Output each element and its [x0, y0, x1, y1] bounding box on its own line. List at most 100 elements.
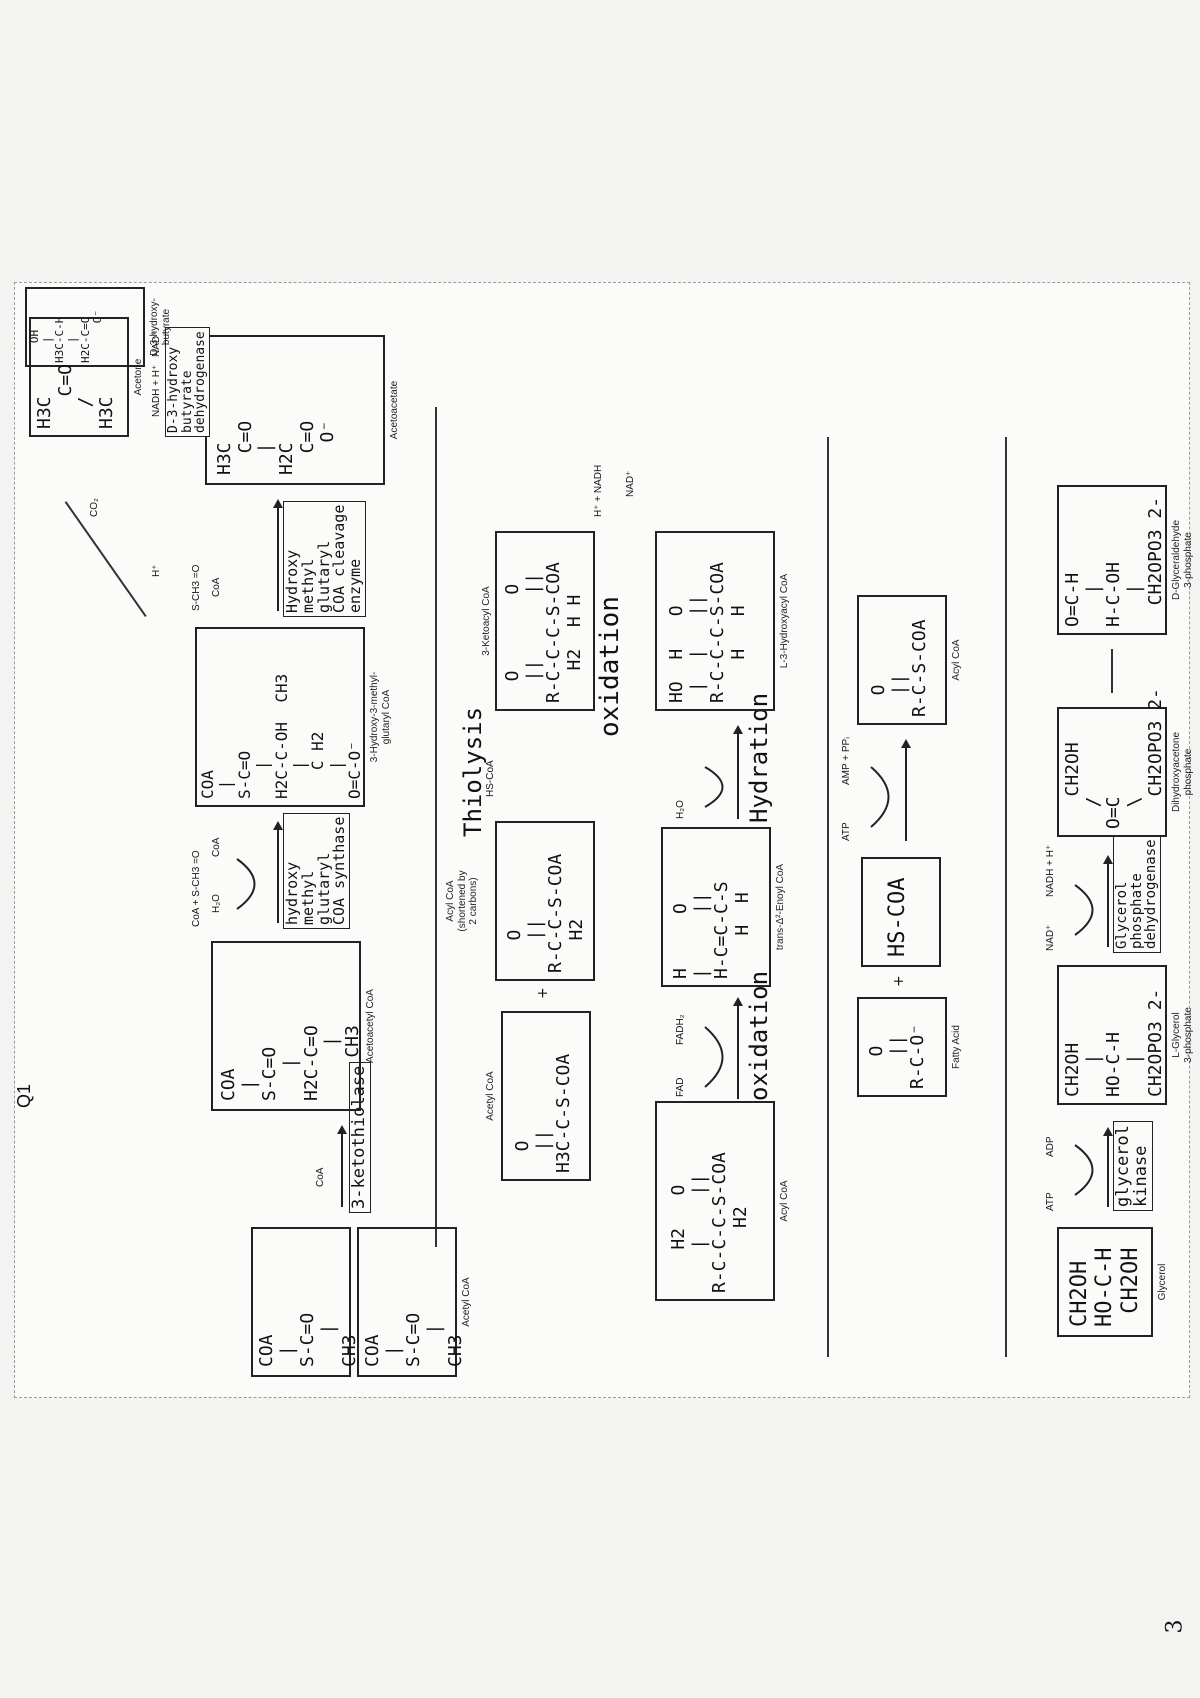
hmg-synthase-arrow: [277, 823, 279, 923]
ketoacyl-coa-structure: O O || || R-C-C-C-S-COA H2 H H: [502, 562, 586, 703]
rotated-diagram: CH2OH HO-C-H CH2OH Glycerol ATP ADP glyc…: [15, 283, 1194, 1397]
nad-label-2: NAD⁺: [625, 470, 636, 497]
divider-3: [435, 407, 437, 1247]
hydroxybutyrate-caption: D-3-hydroxy- butyrate: [149, 298, 172, 356]
acetyl-coa-structure-2a: COA | S-C=O | CH3: [256, 1312, 360, 1367]
co2-label: CO₂: [89, 498, 100, 517]
acetone-caption: Acetone: [133, 358, 144, 396]
acetyl-coa-box-1: O || H3C-C-S-COA: [501, 1011, 591, 1181]
hmg-synthase-enzyme: hydroxy methyl glutaryl COA synthase: [283, 812, 350, 929]
atp-label: ATP: [1045, 1192, 1056, 1211]
coa-side-in: CoA + S-CH3 =O: [191, 850, 202, 927]
adp-label: ADP: [1045, 1136, 1056, 1157]
glycerol-kinase-enzyme: glycerol kinase: [1113, 1121, 1153, 1211]
hmg-coa-box: COA | S-C=O | H2C-C-OH CH3 | C H2 | O=C-…: [195, 627, 365, 807]
fatty-acid-caption: Fatty Acid: [951, 1025, 962, 1069]
amp-ppi-label: AMP + PPᵢ: [841, 737, 852, 785]
acetone-structure: H3C C=O / H3C: [34, 363, 118, 429]
g3p-caption: D-Glyceraldehyde 3-phosphate: [1171, 519, 1194, 601]
plus-1: +: [891, 975, 907, 987]
coa-label-3: CoA: [211, 577, 222, 597]
acetoacetate-box: H3C C=O | H2C C=O O⁻: [205, 335, 385, 485]
glycerol-structure: CH2OH HO-C-H CH2OH: [1067, 1247, 1143, 1327]
page-number: 3: [1162, 1619, 1188, 1634]
h-nadh-label: H⁺ + NADH: [593, 464, 604, 517]
arc-gpdh: [1074, 884, 1094, 936]
acetoacetyl-coa-structure: COA | S-C=O | H2C-C=O | CH3: [218, 1025, 364, 1101]
arc-acyl-coa-synthetase: [870, 766, 890, 828]
hydroxyacyl-coa-box: HO H O | | || R-C-C-C-S-COA H H: [655, 531, 775, 711]
oxidation-label-1: oxidation: [745, 970, 773, 1101]
worksheet-frame: CH2OH HO-C-H CH2OH Glycerol ATP ADP glyc…: [14, 282, 1194, 1398]
gpdh-arrow: [1107, 857, 1109, 947]
gpdh-enzyme: Glycerol phosphate dehydrogenase: [1113, 835, 1162, 953]
dhap-box: CH2OH / O=C \ CH2OPO3 2-: [1057, 688, 1167, 837]
hmg-cleavage-arrow: [277, 501, 279, 611]
acetyl-coa-structure-1: O || H3C-C-S-COA: [512, 1053, 575, 1173]
coa-label-1: CoA: [315, 1167, 326, 1187]
acyl-coa-box-2: H2 O | || R-C-C-C-S-COA H2: [655, 1101, 775, 1301]
acyl-coa-caption-2: Acyl CoA: [779, 1180, 790, 1222]
question-label: Q1: [14, 1083, 34, 1108]
hydration-label: Hydration: [745, 692, 773, 823]
arc-hydration: [704, 766, 724, 808]
dhap-caption: Dihydroxyacetone phosphate: [1171, 731, 1194, 813]
arc-fad: [704, 1026, 724, 1088]
acyl-coa-short-structure: O || R-C-C-S-COA H2: [504, 853, 588, 973]
l-glycerol-3-phosphate-structure: CH2OH | HO-C-H | CH2OPO3 2-: [1062, 988, 1166, 1097]
h2o-label-2: H₂O: [211, 894, 222, 913]
g3p-structure: O=C-H | H-C-OH | CH2OPO3 2-: [1062, 496, 1166, 627]
dhap-g3p-equilibrium: [1111, 649, 1113, 693]
arc-hmg-synthase: [236, 858, 256, 910]
acetoacetate-caption: Acetoacetate: [389, 380, 400, 440]
ketoacyl-coa-box: O O || || R-C-C-C-S-COA H2 H H: [495, 531, 595, 711]
trans-enoyl-coa-caption: trans-Δ²-Enoyl CoA: [775, 863, 786, 951]
acetone-box: H3C C=O / H3C: [29, 317, 129, 437]
hydroxyacyl-coa-caption: L-3-Hydroxyacyl CoA: [779, 573, 790, 669]
atp-label-2: ATP: [841, 822, 852, 841]
hs-coa-structure: HS-COA: [885, 877, 910, 957]
activation-arrow: [905, 741, 907, 841]
acetyl-coa-caption-2: Acetyl CoA: [461, 1277, 472, 1327]
hmg-coa-caption: 3-Hydroxy-3-methyl- glutaryl CoA: [369, 671, 392, 763]
nad-label: NAD⁺: [1045, 924, 1056, 951]
decarboxylation-line: [64, 501, 147, 617]
acyl-coa-caption-1: Acyl CoA: [951, 639, 962, 681]
nadh-label-2: NADH + H⁺: [151, 364, 162, 417]
glycerol-caption: Glycerol: [1157, 1263, 1168, 1301]
glycerol-box: CH2OH HO-C-H CH2OH: [1057, 1227, 1153, 1337]
thiolysis-label: Thiolysis: [459, 706, 487, 837]
l-glycerol-3-phosphate-caption: L-Glycerol 3-phosphate: [1171, 1007, 1194, 1063]
acetyl-coa-box-2a: COA | S-C=O | CH3: [251, 1227, 360, 1377]
g3p-box: O=C-H | H-C-OH | CH2OPO3 2-: [1057, 485, 1167, 635]
hydration-arrow: [737, 727, 739, 819]
trans-enoyl-coa-box: H O | || H-C=C-C-S H H: [661, 827, 771, 987]
acyl-coa-short-box: O || R-C-C-S-COA H2: [495, 821, 595, 981]
acetyl-coa-caption-1: Acetyl CoA: [485, 1071, 496, 1121]
fad-label: FAD: [675, 1077, 686, 1097]
l-glycerol-3-phosphate-box: CH2OH | HO-C-H | CH2OPO3 2-: [1057, 965, 1167, 1105]
glycerol-kinase-arrow: [1107, 1129, 1109, 1207]
acetyl-coa-box-2b: COA | S-C=O | CH3: [357, 1227, 466, 1377]
oxidation-label-2: oxidation: [595, 596, 625, 737]
fadh2-label: FADH₂: [675, 1014, 686, 1045]
acyl-coa-short-caption: Acyl CoA (shortened by 2 carbons): [445, 870, 479, 932]
h2o-label-1: H₂O: [675, 800, 686, 819]
ketothiolase-arrow: [341, 1127, 343, 1207]
acyl-coa-box-1: O || R-C-S-COA: [857, 595, 947, 725]
divider-2: [827, 437, 829, 1357]
acetoacetyl-coa-box: COA | S-C=O | H2C-C=O | CH3: [211, 941, 364, 1111]
acetoacetate-structure: H3C C=O | H2C C=O O⁻: [214, 420, 339, 475]
hmg-coa-structure: COA | S-C=O | H2C-C-OH CH3 | C H2 | O=C-…: [198, 673, 365, 799]
divider-1: [1005, 437, 1007, 1357]
oxidation-arrow-1: [737, 999, 739, 1099]
acyl-coa-structure-2: H2 O | || R-C-C-C-S-COA H2: [668, 1152, 752, 1293]
hydroxyacyl-coa-structure: HO H O | | || R-C-C-C-S-COA H H: [666, 562, 750, 703]
fatty-acid-structure: O || R-C-O⁻: [866, 1023, 929, 1089]
hs-coa-box: HS-COA: [861, 857, 941, 967]
coa-label-2: CoA: [211, 837, 222, 857]
h-plus-label: H⁺: [151, 564, 162, 578]
dhap-structure: CH2OH / O=C \ CH2OPO3 2-: [1062, 688, 1166, 829]
coa-side-out: S-CH3 =O: [191, 564, 202, 611]
arc-glycerol-kinase: [1074, 1144, 1094, 1196]
